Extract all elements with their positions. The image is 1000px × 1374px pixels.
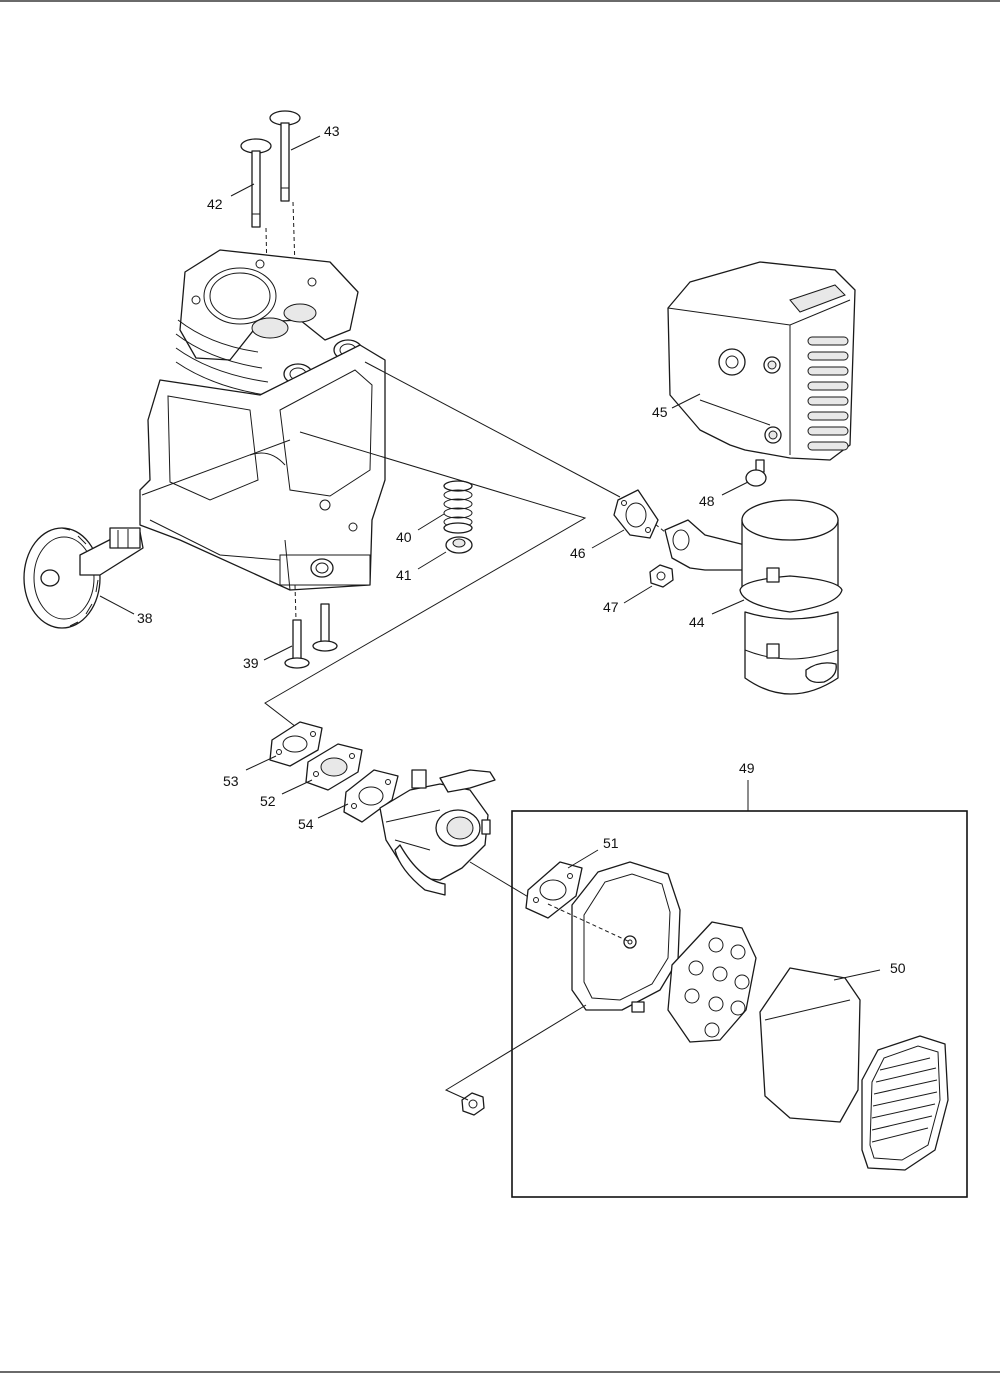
callout-40: 40 xyxy=(396,529,412,545)
wing-nut xyxy=(461,1092,485,1116)
callout-48: 48 xyxy=(699,493,715,509)
leader-54 xyxy=(317,803,349,819)
callout-44: 44 xyxy=(689,614,705,630)
spring-retainer-41 xyxy=(445,536,473,554)
nut-47 xyxy=(649,564,674,588)
gasket-52 xyxy=(305,743,363,791)
leader-45 xyxy=(671,393,701,409)
callout-47: 47 xyxy=(603,599,619,615)
callout-43: 43 xyxy=(324,123,340,139)
guide-line-wing-nut xyxy=(444,1004,587,1101)
muffler-44 xyxy=(664,499,843,695)
guide-line-carb xyxy=(469,861,531,899)
leader-44 xyxy=(711,599,745,615)
tappet-39 xyxy=(284,603,338,669)
callout-46: 46 xyxy=(570,545,586,561)
callout-52: 52 xyxy=(260,793,276,809)
leader-39 xyxy=(263,645,293,661)
leader-42 xyxy=(230,183,255,197)
guide-line-exhaust xyxy=(364,361,621,498)
leader-46 xyxy=(591,529,625,549)
assembly-frame-49 xyxy=(511,810,968,1198)
callout-39: 39 xyxy=(243,655,259,671)
callout-38: 38 xyxy=(137,610,153,626)
air-cleaner-cover xyxy=(861,1035,949,1171)
leader-38 xyxy=(99,595,135,615)
callout-51: 51 xyxy=(603,835,619,851)
valve-42 xyxy=(240,138,272,228)
leader-48 xyxy=(721,481,749,496)
gasket-54 xyxy=(343,769,399,823)
carburetor xyxy=(379,769,496,896)
muffler-cover-45 xyxy=(667,261,856,461)
leader-43 xyxy=(290,135,321,151)
valve-43 xyxy=(269,110,301,202)
leader-50 xyxy=(833,969,881,981)
leader-40 xyxy=(417,513,445,531)
camshaft-38 xyxy=(23,527,144,629)
gasket-51 xyxy=(525,861,583,919)
leader-47 xyxy=(623,585,653,604)
leader-53 xyxy=(245,755,277,771)
leader-41 xyxy=(417,551,447,570)
callout-50: 50 xyxy=(890,960,906,976)
callout-54: 54 xyxy=(298,816,314,832)
leader-52 xyxy=(281,779,313,795)
callout-53: 53 xyxy=(223,773,239,789)
engine-block xyxy=(139,249,386,591)
exhaust-gasket-46 xyxy=(613,489,659,539)
callout-41: 41 xyxy=(396,567,412,583)
filter-plate xyxy=(667,921,757,1043)
callout-45: 45 xyxy=(652,404,668,420)
guide-line-intake xyxy=(264,431,587,731)
bolt-48 xyxy=(745,459,767,487)
valve-spring-40 xyxy=(443,480,473,534)
gasket-53 xyxy=(269,721,323,767)
leader-51 xyxy=(567,849,599,869)
callout-49: 49 xyxy=(739,760,755,776)
filter-element-50 xyxy=(759,967,861,1123)
callout-42: 42 xyxy=(207,196,223,212)
